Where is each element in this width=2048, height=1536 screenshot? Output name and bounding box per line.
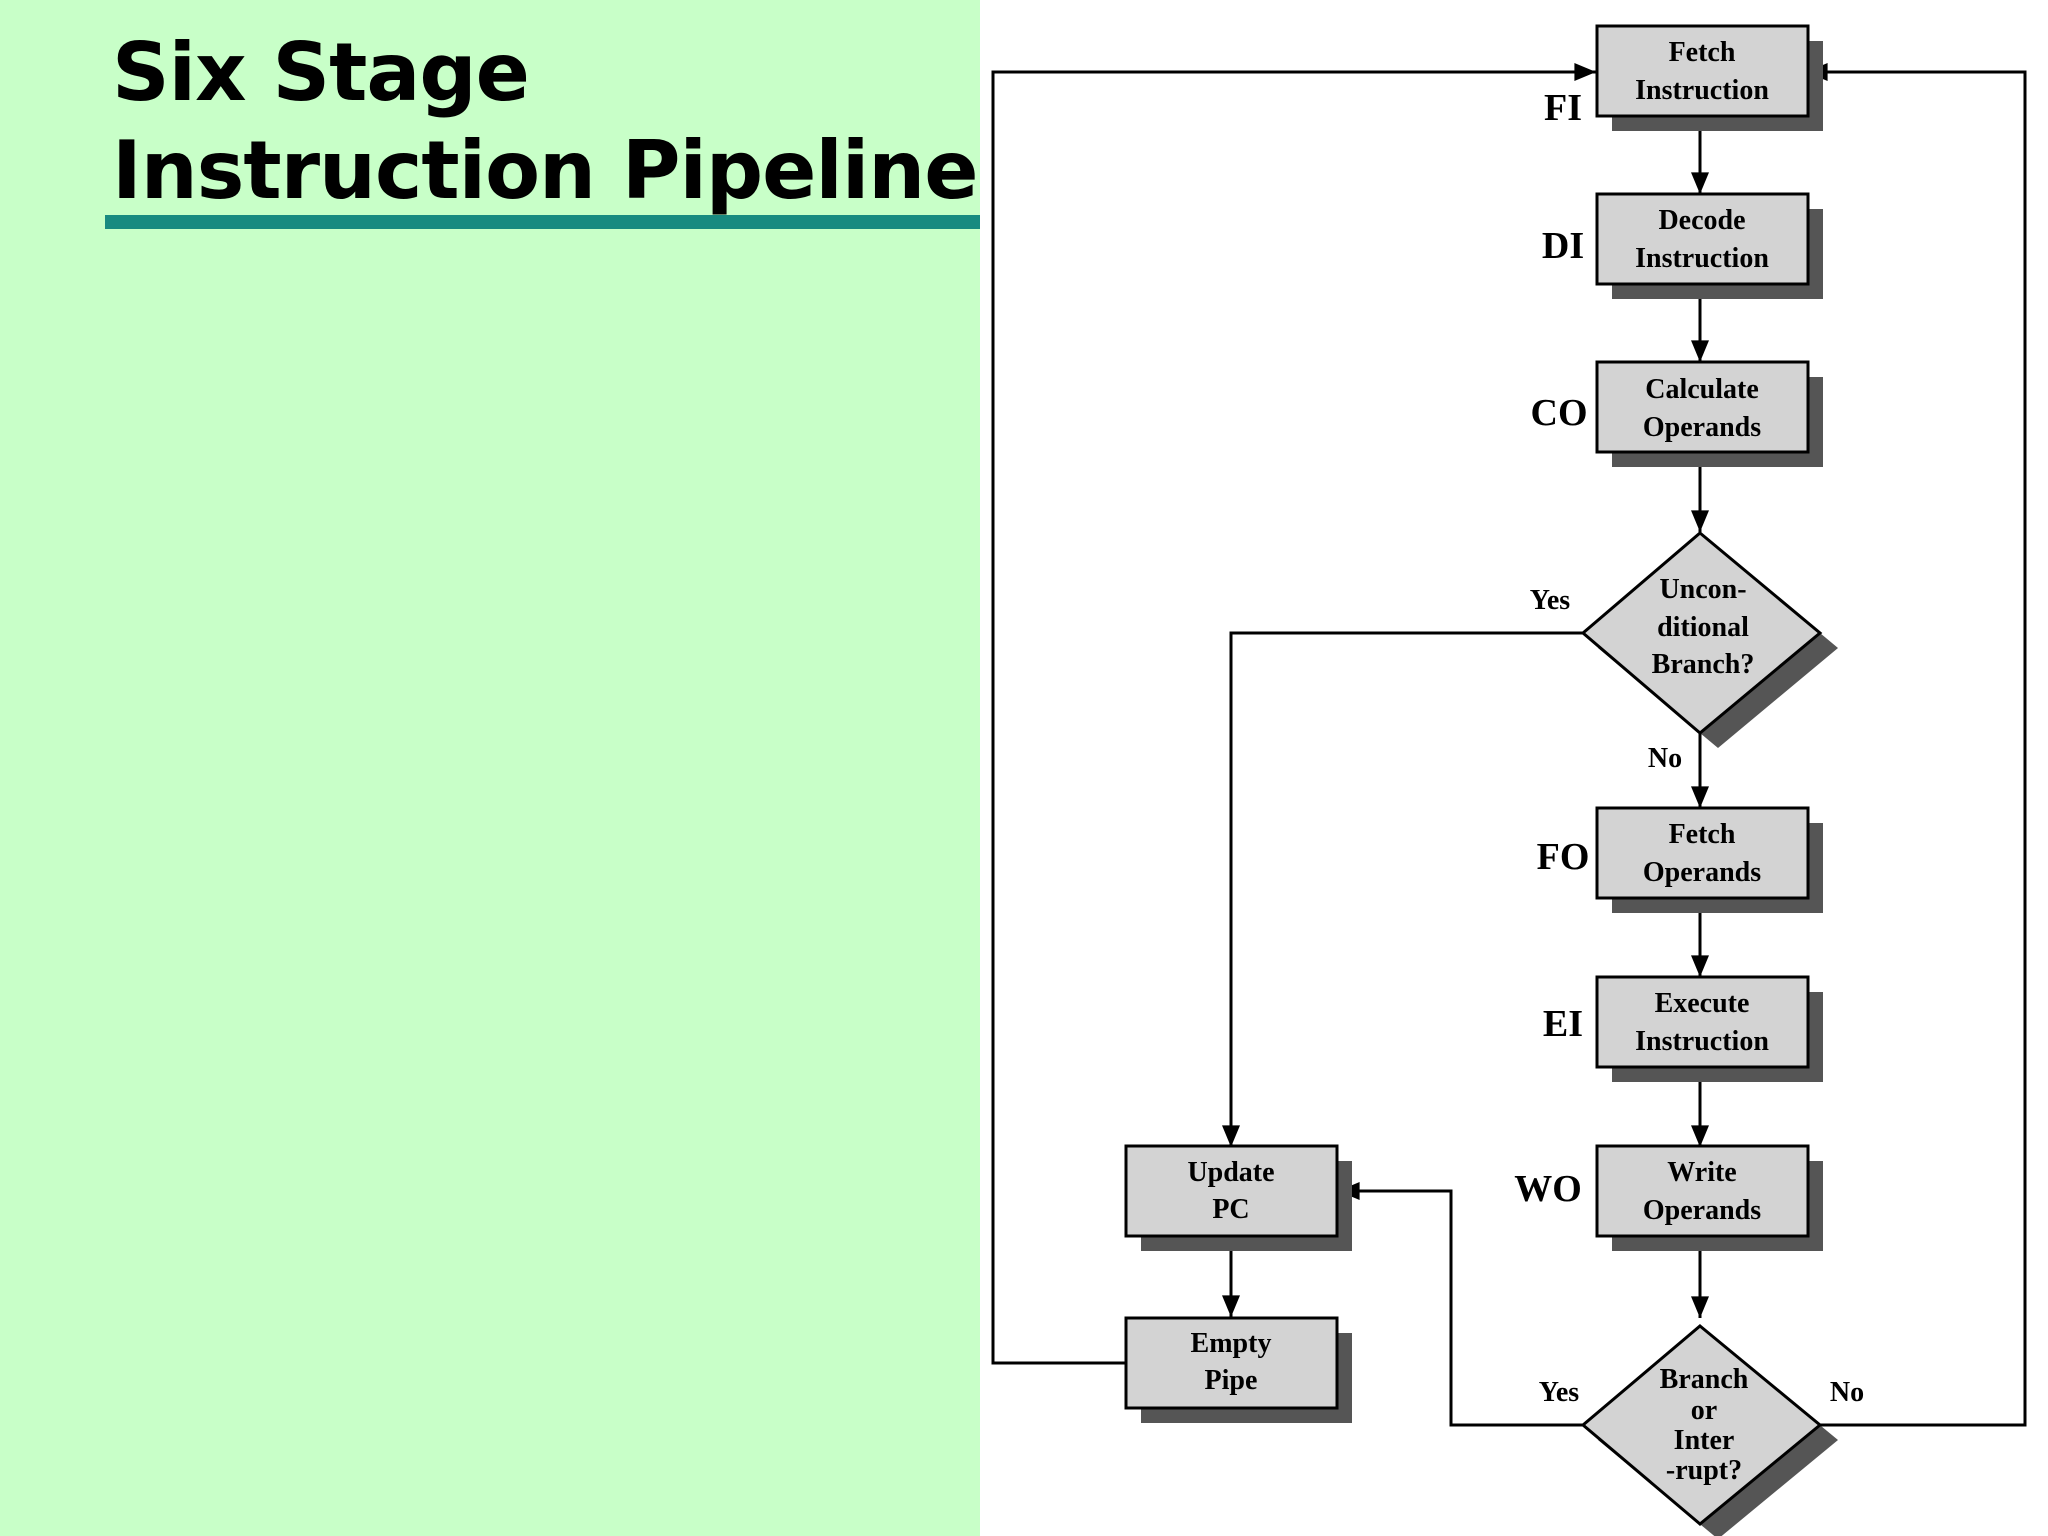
empty-pipe-box: Empty Pipe (1124, 1316, 1352, 1423)
stage-box-ei: Execute Instruction (1595, 975, 1823, 1082)
decision-unconditional-branch: Uncon- ditional Branch? (1580, 531, 1838, 748)
interrupt-no-label: No (1830, 1377, 1864, 1408)
stage-di-line2: Instruction (1635, 243, 1769, 274)
decision-unconditional-line2: ditional (1657, 612, 1749, 643)
decision-unconditional-line1: Uncon- (1659, 574, 1746, 605)
decision-unconditional-line3: Branch? (1652, 649, 1755, 680)
title-line-2: Instruction Pipeline (112, 124, 978, 217)
stage-wo-line2: Operands (1643, 1195, 1761, 1226)
stage-fi-line2: Instruction (1635, 75, 1769, 106)
stage-box-fo: Fetch Operands (1595, 806, 1823, 913)
decision-interrupt-line2: or (1691, 1395, 1717, 1426)
title-line-1: Six Stage (112, 26, 530, 119)
decision-interrupt-line1: Branch (1660, 1364, 1749, 1395)
stage-co-line1: Calculate (1645, 374, 1759, 405)
empty-pipe-line2: Pipe (1205, 1365, 1258, 1396)
unconditional-yes-label: Yes (1530, 585, 1571, 616)
decision-branch-or-interrupt: Branch or Inter -rupt? (1580, 1324, 1838, 1536)
update-pc-line1: Update (1187, 1157, 1274, 1188)
connectors (991, 63, 2027, 1427)
arrow-no-to-fi (1806, 63, 2027, 1427)
stage-box-fi: Fetch Instruction (1595, 24, 1823, 131)
stage-fi-line1: Fetch (1669, 37, 1736, 68)
stage-label-wo: WO (1514, 1168, 1582, 1210)
arrow-empty-pipe-to-fi (991, 63, 1596, 1365)
interrupt-yes-label: Yes (1539, 1377, 1580, 1408)
stage-ei-line1: Execute (1655, 988, 1750, 1019)
stage-box-co: Calculate Operands (1595, 360, 1823, 467)
stage-box-di: Decode Instruction (1595, 192, 1823, 299)
update-pc-box: Update PC (1124, 1144, 1352, 1251)
title-underline (105, 215, 980, 229)
empty-pipe-line1: Empty (1191, 1328, 1272, 1359)
stage-label-di: DI (1542, 225, 1584, 267)
unconditional-no-label: No (1648, 743, 1682, 774)
stage-box-wo: Write Operands (1595, 1144, 1823, 1251)
stage-label-fi: FI (1544, 87, 1582, 129)
stage-wo-line1: Write (1667, 1157, 1736, 1188)
arrow-yes-to-update-pc (1222, 631, 1583, 1147)
decision-interrupt-line3: Inter (1674, 1425, 1735, 1456)
arrow-yes-to-update-pc-from-interrupt (1338, 1182, 1583, 1427)
stage-co-line2: Operands (1643, 412, 1761, 443)
stage-label-ei: EI (1543, 1003, 1583, 1045)
stage-label-co: CO (1531, 392, 1588, 434)
stage-fo-line1: Fetch (1669, 819, 1736, 850)
stage-di-line1: Decode (1658, 205, 1745, 236)
stage-label-fo: FO (1537, 836, 1590, 878)
stage-fo-line2: Operands (1643, 857, 1761, 888)
update-pc-line2: PC (1212, 1194, 1249, 1225)
page-title: Six Stage Instruction Pipeline (112, 24, 978, 220)
stage-ei-line2: Instruction (1635, 1026, 1769, 1057)
left-panel (0, 0, 980, 1536)
decision-interrupt-line4: -rupt? (1666, 1455, 1742, 1486)
